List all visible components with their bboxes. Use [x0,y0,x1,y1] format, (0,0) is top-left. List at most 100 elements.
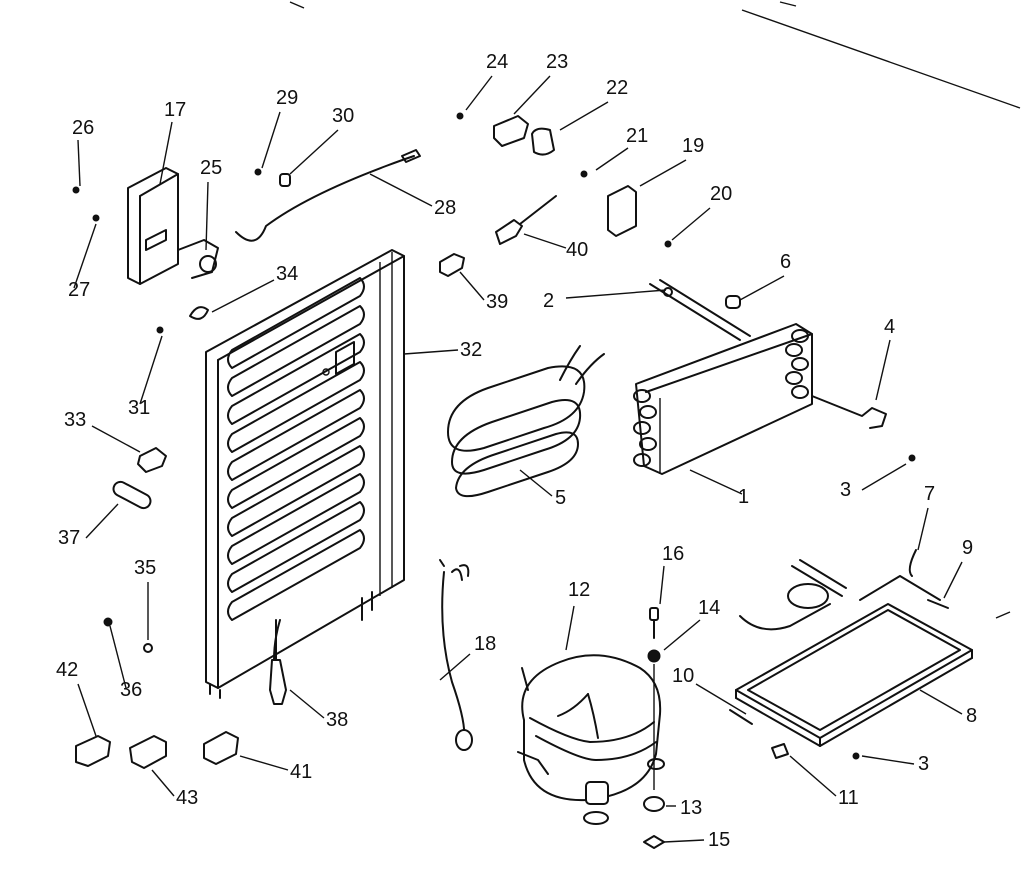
evaporator-coil-row [227,501,365,593]
leader-line-27 [73,223,97,289]
callout-label-24: 24 [486,51,508,73]
callout-label-2: 2 [543,290,554,312]
callout-label-15: 15 [708,829,730,851]
evaporator-coil-row [227,417,365,509]
callout-label-19: 19 [682,135,704,157]
leader-line-3a [861,463,907,491]
callout-label-28: 28 [434,197,456,219]
condenser-fin-loop [785,343,803,357]
leader-line-28 [369,173,433,207]
leader-line-26 [77,139,81,187]
callout-label-4: 4 [884,316,895,338]
callout-label-6: 6 [780,251,791,273]
control-parts-top [456,112,672,248]
evaporator-coil-row [227,445,365,537]
callout-label-31: 31 [128,397,150,419]
callout-label-5: 5 [555,487,566,509]
leader-line-29 [261,111,281,169]
evaporator-coil-row [227,277,365,369]
evaporator-coil-row [227,473,365,565]
callout-label-40: 40 [566,239,588,261]
drain-hose [269,619,287,705]
callout-label-21: 21 [626,125,648,147]
leader-line-14 [663,619,701,651]
leader-line-37 [85,503,119,539]
condenser-fin-loop [633,421,651,435]
leader-line-7 [917,507,929,551]
evaporator-coil-row [227,361,365,453]
callout-label-32: 32 [460,339,482,361]
condenser-fin-loop [639,437,657,451]
callout-label-13: 13 [680,797,702,819]
callout-label-34: 34 [276,263,298,285]
condenser-fin-loop [791,329,809,343]
callout-label-8: 8 [966,705,977,727]
callout-label-12: 12 [568,579,590,601]
callout-label-36: 36 [120,679,142,701]
heater-coil [447,345,605,498]
small-hardware [72,168,291,653]
leader-line-33 [91,425,141,453]
leader-line-2 [565,289,667,299]
leader-line-31 [139,335,163,405]
condenser-coil [633,279,916,475]
leader-line-11 [789,755,837,797]
condenser-fin-loop [639,405,657,419]
callout-label-3b: 3 [918,753,929,775]
callout-label-18: 18 [474,633,496,655]
callout-label-20: 20 [710,183,732,205]
leader-line-1 [689,469,743,495]
condenser-fin-loop [633,453,651,467]
leader-line-6 [739,275,785,301]
leader-line-24 [465,75,493,111]
callout-label-42: 42 [56,659,78,681]
leader-line-10 [695,683,747,715]
callout-label-9: 9 [962,537,973,559]
leader-line-9 [943,561,963,599]
callout-label-43: 43 [176,787,198,809]
leader-line-8 [919,689,963,715]
mounting-grommets [643,607,665,849]
leader-line-38 [289,689,325,719]
callout-label-41: 41 [290,761,312,783]
leader-line-34 [211,279,275,313]
leader-line-42 [77,683,97,737]
wire-harness-top [235,149,557,277]
leader-line-39 [459,271,485,301]
leader-line-36 [109,625,127,689]
callout-label-23: 23 [546,51,568,73]
evaporator-coil-row [227,389,365,481]
compressor [517,654,665,825]
callout-label-30: 30 [332,105,354,127]
leader-line-12 [565,605,575,651]
callout-label-39: 39 [486,291,508,313]
leader-line-22 [559,101,609,131]
leader-line-5 [519,469,553,497]
leader-line-18 [439,653,471,681]
leader-lines [73,75,963,843]
callout-label-3a: 3 [840,479,851,501]
page-edge-lines [289,1,1021,619]
callout-label-22: 22 [606,77,628,99]
mounting-bracket [127,167,219,285]
leader-line-21 [595,147,629,171]
callout-label-37: 37 [58,527,80,549]
condenser-fin-loop [791,385,809,399]
leader-line-25 [205,181,209,251]
condenser-fin-loop [785,371,803,385]
leader-line-15 [663,839,705,843]
evaporator-coil-row [227,333,365,425]
leader-line-43 [151,769,175,797]
callout-label-26: 26 [72,117,94,139]
callout-label-17: 17 [164,99,186,121]
callout-label-33: 33 [64,409,86,431]
condenser-fin-loop [791,357,809,371]
leader-line-4 [875,339,891,401]
leader-line-17 [159,121,173,185]
leader-line-23 [513,75,551,115]
callout-label-16: 16 [662,543,684,565]
callout-label-25: 25 [200,157,222,179]
callout-label-11: 11 [838,787,859,809]
callout-label-1: 1 [738,486,749,508]
